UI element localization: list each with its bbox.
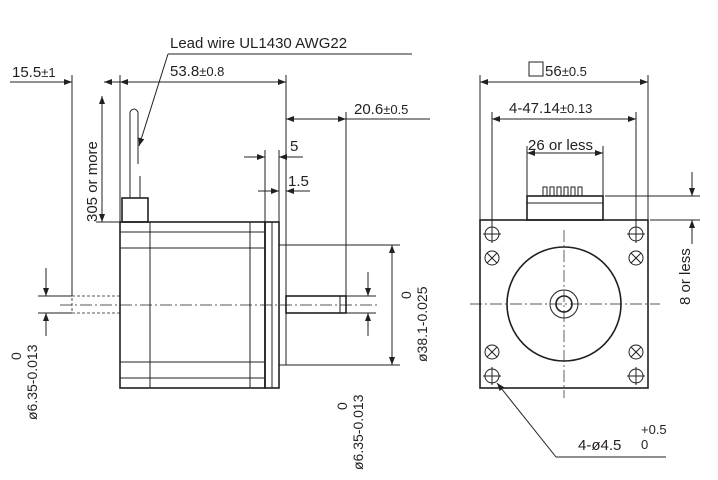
dim-mount-hole-tol-lower: 0 bbox=[641, 437, 648, 452]
dim-connector-width: 26 or less bbox=[528, 137, 593, 154]
thread-hole-lower-left bbox=[484, 344, 500, 360]
dim-rear-shaft-diameter: ø6.35-0.013 bbox=[24, 344, 40, 420]
mount-hole-bottom-left bbox=[483, 367, 501, 385]
dim-pilot-depth: 1.5 bbox=[288, 173, 309, 190]
mount-hole-top-right bbox=[627, 225, 645, 243]
dim-connector-height: 8 or less bbox=[677, 248, 694, 305]
mount-hole-top-left bbox=[483, 225, 501, 243]
front-shaft bbox=[285, 295, 347, 314]
dim-lead-length: 305 or more bbox=[84, 141, 101, 222]
lead-connector bbox=[121, 197, 149, 223]
dim-flange-thickness: 5 bbox=[290, 138, 298, 155]
dim-rear-shaft-length: 15.5±1 bbox=[12, 64, 56, 81]
dim-pilot-diameter: ø38.1-0.025 bbox=[414, 286, 430, 362]
dim-shaft-length: 20.6±0.5 bbox=[354, 101, 408, 118]
dim-front-shaft-diameter: ø6.35-0.013 bbox=[350, 394, 366, 470]
rear-shaft bbox=[71, 295, 121, 314]
thread-hole-lower-right bbox=[628, 344, 644, 360]
connector-pins bbox=[542, 186, 583, 197]
front-connector bbox=[526, 195, 604, 221]
thread-hole-upper-right bbox=[628, 250, 644, 266]
dim-mount-hole-tol-upper: +0.5 bbox=[641, 422, 667, 437]
lead-wire-label: Lead wire UL1430 AWG22 bbox=[170, 35, 347, 52]
dim-rear-shaft-diameter-tol: 0 bbox=[8, 352, 24, 360]
dim-flange-size: 56±0.5 bbox=[545, 63, 587, 80]
shaft-bearing-circle bbox=[549, 289, 579, 319]
dim-mount-hole-diameter: 4-ø4.5 bbox=[578, 437, 621, 454]
dim-hole-pitch: 4-47.14±0.13 bbox=[509, 100, 592, 117]
front-view: 56±0.5 4-47.14±0.13 26 or less 8 or less… bbox=[470, 61, 700, 458]
thread-hole-upper-left bbox=[484, 250, 500, 266]
dim-body-length: 53.8±0.8 bbox=[170, 63, 224, 80]
dim-front-shaft-diameter-tol: 0 bbox=[334, 402, 350, 410]
pilot-circle bbox=[506, 246, 622, 362]
lead-wire bbox=[129, 108, 139, 176]
square-symbol bbox=[528, 61, 544, 77]
dim-pilot-diameter-tol: 0 bbox=[398, 291, 414, 299]
side-view: 15.5±1 53.8±0.8 Lead wire UL1430 AWG22 2… bbox=[8, 35, 430, 470]
mount-hole-bottom-right bbox=[627, 367, 645, 385]
shaft-circle bbox=[555, 295, 573, 313]
